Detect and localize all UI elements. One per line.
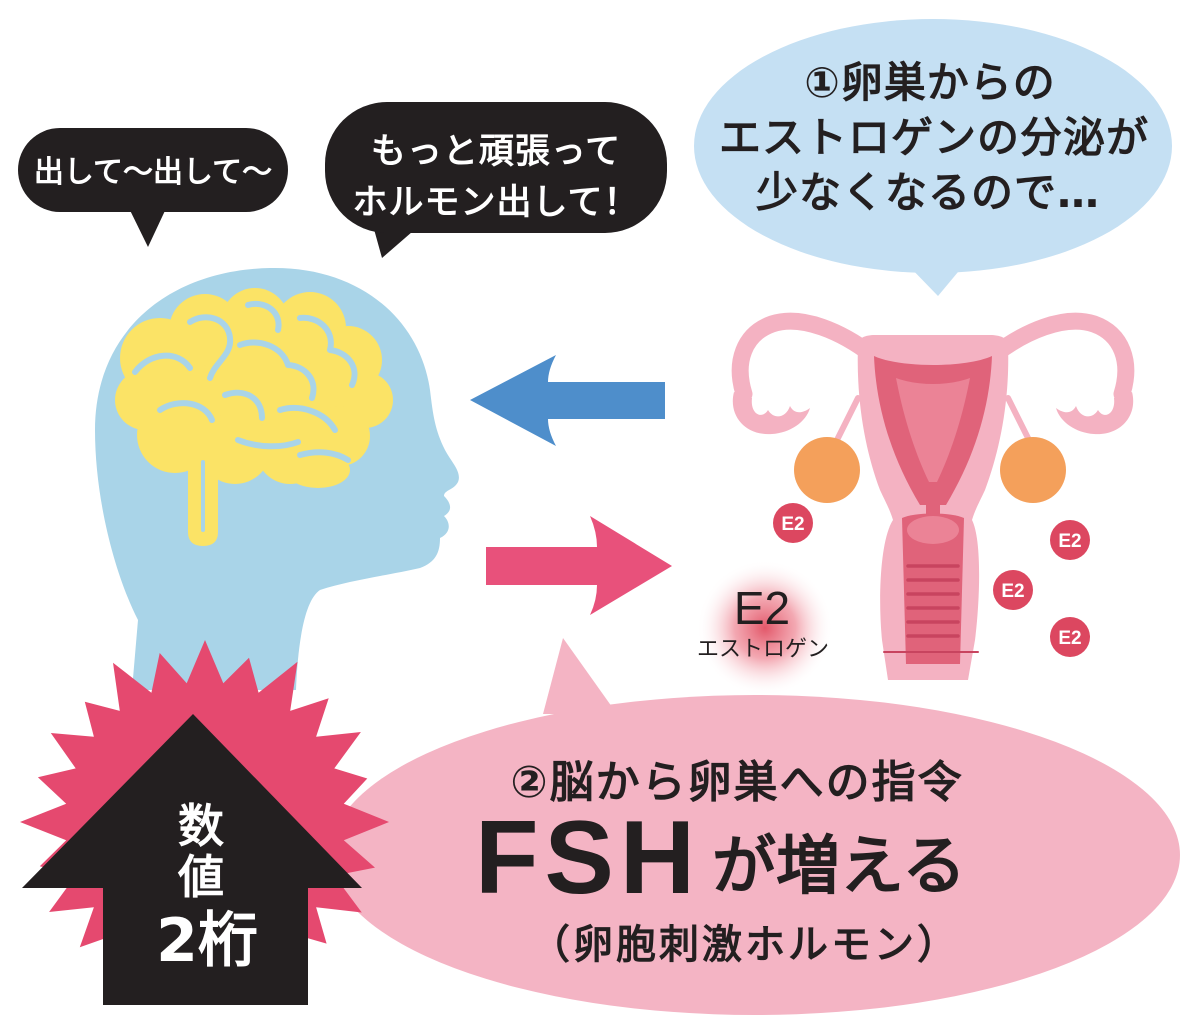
speech-bubble-ovary-line-2: エストロゲンの分泌が (719, 113, 1149, 162)
estrogen-glow (697, 560, 833, 696)
e2-marker-label: E2 (1001, 581, 1024, 602)
fsh-bubble-note: （卵胞刺激ホルモン） (530, 922, 960, 968)
fsh-speech-bubble (330, 638, 1180, 1015)
value-arrow-value: 2桁 (156, 906, 258, 976)
fallopian-tube-left (731, 312, 881, 403)
speech-bubble-left (18, 128, 288, 247)
e2-marker-dot (773, 503, 813, 543)
speech-bubble-left-text: 出して〜出して〜 (34, 155, 272, 190)
e2-marker-label: E2 (781, 514, 804, 535)
fallopian-tube-right (985, 312, 1135, 403)
fallopian-tubes (731, 312, 1135, 445)
speech-bubble-left-body (18, 128, 288, 212)
arrow-up-icon (22, 714, 362, 1005)
estrogen-name: エストロゲン (697, 637, 829, 662)
estrogen-label: E2 エストロゲン (697, 560, 833, 696)
ovary-icon (1000, 437, 1066, 503)
ovary-bubble-texts: ①卵巣からの エストロゲンの分泌が 少なくなるので… (719, 58, 1149, 217)
value-arrow-label-1: 数 (178, 799, 224, 853)
endometrium (896, 378, 970, 482)
brain-folds (132, 300, 358, 532)
uterus-icon (731, 312, 1135, 680)
e2-marker-label: E2 (1058, 531, 1081, 552)
e2-marker-dot (1050, 520, 1090, 560)
arrow-right-icon (486, 516, 672, 615)
value-arrow-text: 数 値 2桁 (156, 799, 258, 976)
e2-marker-dots (773, 503, 1090, 657)
fsh-hormone-name: FSH (475, 800, 701, 916)
arrow-left-icon (470, 355, 665, 446)
fsh-effect: が増える (712, 830, 966, 904)
ovarian-ligament-right (1005, 395, 1033, 445)
fsh-bubble-body (330, 695, 1180, 1015)
value-arrow-label-2: 値 (177, 850, 224, 904)
speech-bubble-middle-body (325, 102, 667, 233)
fimbria-left (732, 392, 810, 435)
fimbria-right (1056, 392, 1134, 435)
speech-bubble-ovary (694, 19, 1172, 296)
e2-marker-label: E2 (1058, 628, 1081, 649)
speech-bubble-ovary-line-1: ①卵巣からの (804, 58, 1056, 107)
estrogen-texts: E2 エストロゲン (697, 582, 829, 662)
speech-bubble-ovary-body (694, 19, 1172, 273)
speech-bubble-middle-line-1: もっと頑張って (371, 132, 621, 172)
brain-icon (115, 288, 393, 546)
ovarian-ligament-left (833, 395, 861, 445)
vaginal-rugae (883, 564, 979, 653)
speech-bubble-ovary-line-3: 少なくなるので… (756, 168, 1100, 217)
fsh-bubble-texts: ②脳から卵巣への指令 FSH が増える （卵胞刺激ホルモン） (475, 757, 966, 968)
fsh-bubble-line-1: ②脳から卵巣への指令 (510, 757, 963, 808)
speech-bubble-middle-line-2: ホルモン出して！ (353, 183, 640, 223)
e2-marker-dot (993, 570, 1033, 610)
speech-bubble-middle (325, 102, 667, 258)
ovaries (794, 437, 1066, 503)
fsh-bubble-tail (543, 638, 617, 714)
ovary-icon (794, 437, 860, 503)
black-bubble-texts: 出して〜出して〜 もっと頑張って ホルモン出して！ (34, 132, 640, 223)
e2-marker-labels: E2 E2 E2 E2 (781, 514, 1081, 649)
e2-marker-dot (1050, 617, 1090, 657)
estrogen-symbol: E2 (734, 582, 790, 634)
cervix (907, 516, 959, 544)
vaginal-canal (902, 513, 964, 664)
